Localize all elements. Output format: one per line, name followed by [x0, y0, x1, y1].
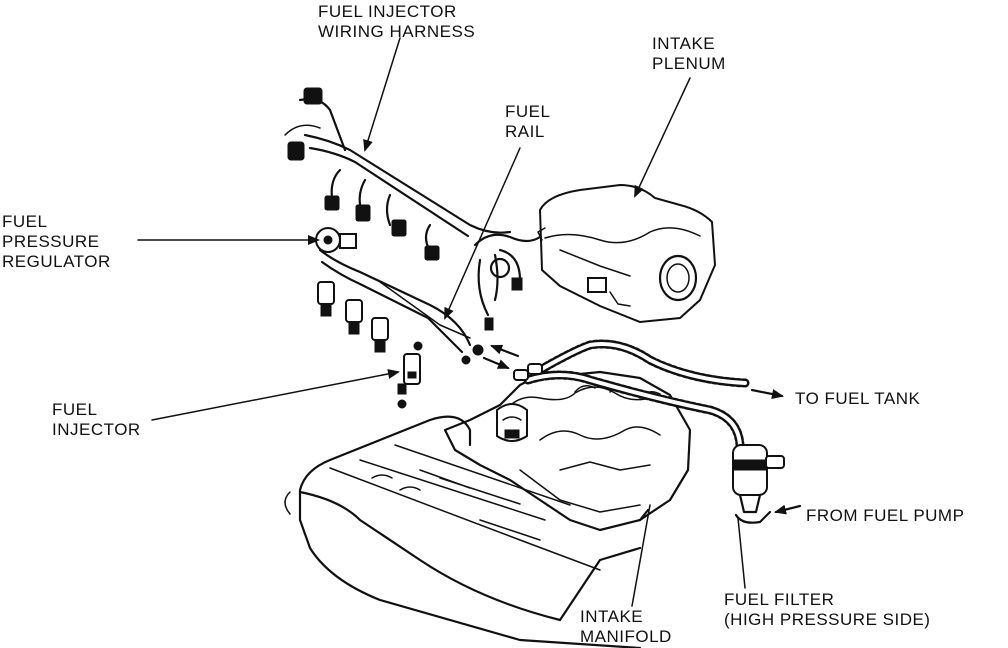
fuel-lines-illustration	[482, 339, 750, 450]
label-line: FUEL INJECTOR	[318, 2, 457, 21]
loose-fuel-injector-part	[397, 341, 423, 409]
label-intake-plenum: INTAKE PLENUM	[652, 34, 726, 74]
label-line: PLENUM	[652, 54, 726, 73]
label-fuel-injector: FUEL INJECTOR	[52, 400, 141, 440]
label-line: RAIL	[505, 122, 545, 141]
label-line: FUEL	[52, 400, 98, 419]
label-line: FUEL	[2, 212, 48, 231]
label-fuel-filter: FUEL FILTER (HIGH PRESSURE SIDE)	[724, 590, 930, 630]
label-line: REGULATOR	[2, 252, 111, 271]
wiring-harness-illustration	[284, 87, 542, 331]
label-line: FUEL	[505, 102, 551, 121]
intake-plenum-illustration	[537, 183, 717, 324]
label-line: INTAKE	[580, 607, 644, 626]
fuel-filter-part	[732, 444, 785, 524]
label-line: FROM FUEL PUMP	[806, 506, 965, 525]
label-line: FUEL FILTER	[724, 590, 835, 609]
intake-manifold-illustration	[443, 370, 692, 532]
label-line: MANIFOLD	[580, 627, 672, 646]
label-intake-manifold: INTAKE MANIFOLD	[580, 607, 672, 647]
rail-injector-2	[345, 299, 363, 335]
label-line: TO FUEL TANK	[795, 389, 921, 408]
label-line: INTAKE	[652, 34, 716, 53]
label-fuel-injector-wiring-harness: FUEL INJECTOR WIRING HARNESS	[318, 2, 475, 42]
label-line: PRESSURE	[2, 232, 100, 251]
rail-injector-1	[317, 281, 335, 317]
cylinder-head-illustration	[284, 415, 642, 648]
label-from-fuel-pump: FROM FUEL PUMP	[806, 506, 964, 526]
label-line: WIRING HARNESS	[318, 22, 476, 41]
label-fuel-rail: FUEL RAIL	[505, 102, 550, 142]
label-line: INJECTOR	[52, 420, 141, 439]
leader-lines	[137, 37, 802, 607]
label-line: (HIGH PRESSURE SIDE)	[724, 610, 931, 629]
fuel-rail-illustration	[315, 227, 484, 365]
label-to-fuel-tank: TO FUEL TANK	[795, 389, 920, 409]
rail-injector-3	[371, 317, 389, 353]
pressure-regulator-part	[315, 227, 357, 253]
label-fuel-pressure-regulator: FUEL PRESSURE REGULATOR	[2, 212, 111, 272]
